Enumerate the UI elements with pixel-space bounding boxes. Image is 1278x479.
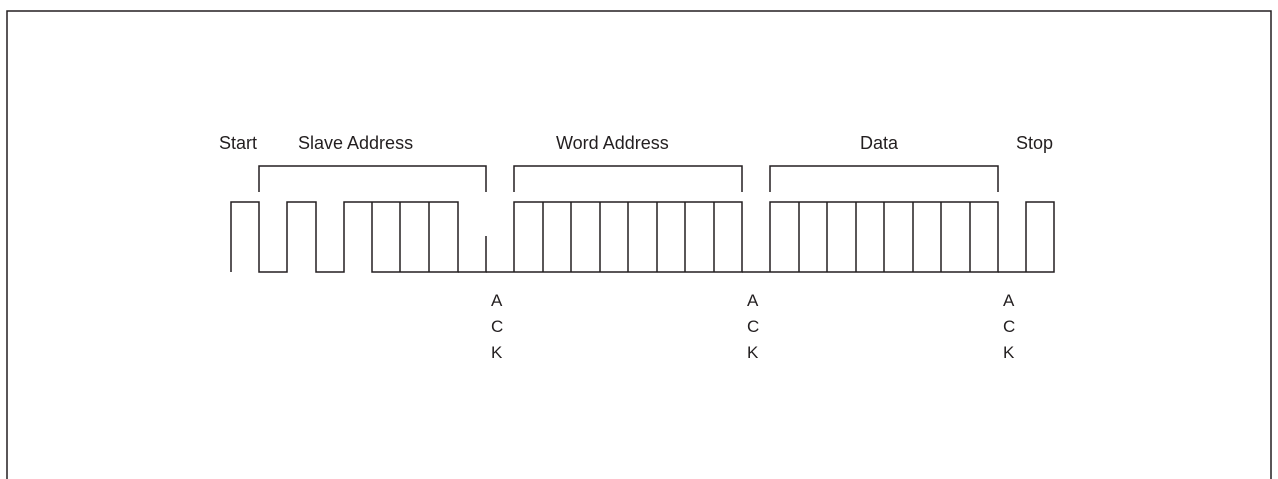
ack-letter: C: [491, 317, 503, 336]
word-address-bracket: [513, 165, 743, 192]
frame-border: [6, 10, 1272, 479]
word-address-waveform: [486, 201, 743, 273]
ack-label-3: A C K: [1003, 291, 1015, 362]
ack-letter: K: [1003, 343, 1015, 362]
slave-address-waveform: [230, 201, 459, 273]
ack-letter: K: [747, 343, 759, 362]
ack-label-2: A C K: [747, 291, 759, 362]
word-address-label: Word Address: [556, 133, 669, 153]
start-label: Start: [219, 133, 257, 153]
ack-letter: C: [1003, 317, 1015, 336]
ack-1-waveform: [458, 236, 487, 273]
ack-letter: A: [491, 291, 503, 310]
slave-address-bracket: [258, 165, 487, 192]
ack-label-1: A C K: [491, 291, 503, 362]
slave-address-label: Slave Address: [298, 133, 413, 153]
ack-letter: K: [491, 343, 503, 362]
ack-letter: A: [1003, 291, 1015, 310]
ack-letter: C: [747, 317, 759, 336]
data-bracket: [769, 165, 999, 192]
stop-label: Stop: [1016, 133, 1053, 153]
data-label: Data: [860, 133, 899, 153]
ack-letter: A: [747, 291, 759, 310]
stop-waveform: [998, 201, 1055, 273]
data-waveform: [742, 201, 999, 273]
